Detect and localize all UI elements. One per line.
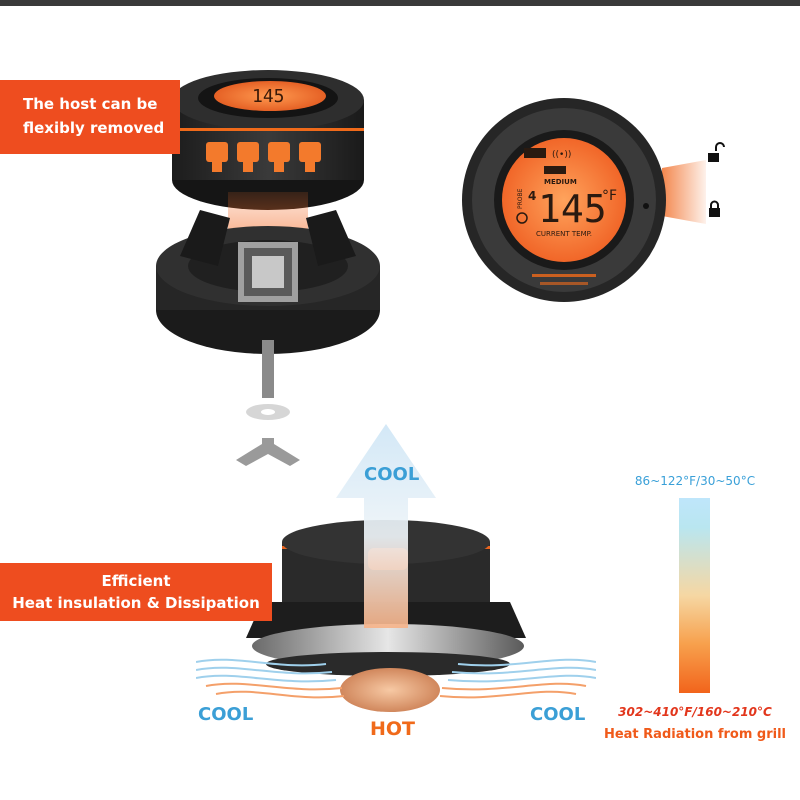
exploded-device-illustration: 145	[156, 70, 380, 466]
left-airflow-waves	[196, 658, 345, 699]
host-unit: 145	[172, 70, 364, 210]
removable-callout: The host can be flexibly removed	[0, 80, 180, 154]
doneness-label: MEDIUM	[544, 178, 577, 186]
heat-radiation-caption: Heat Radiation from grill	[603, 727, 787, 742]
lock-beam	[662, 160, 706, 224]
battery-icon	[524, 148, 546, 158]
cool-label-top: COOL	[364, 464, 420, 485]
wing-nut	[236, 438, 300, 466]
top-border	[0, 0, 800, 6]
host-lcd	[214, 81, 326, 111]
removable-callout-line2: flexibly removed	[23, 119, 165, 137]
insulation-callout: Efficient Heat insulation & Dissipation	[0, 563, 272, 621]
host-temp-reading: 145	[252, 86, 285, 107]
cow-icon	[544, 166, 566, 174]
signal-icon: ((•))	[552, 150, 571, 160]
insulation-callout-line1: Efficient	[101, 572, 171, 590]
temperature-gradient-bar	[679, 498, 710, 693]
check-icon	[516, 212, 528, 224]
host-clips	[206, 142, 321, 172]
display-closeup-illustration: ((•)) MEDIUM PROBE 4 145 °F CURRENT TEMP…	[462, 98, 725, 302]
base-dock	[156, 210, 380, 354]
main-lcd	[502, 138, 626, 262]
low-temperature-range: 86~122°F/30~50°C	[634, 474, 756, 488]
hot-base	[340, 668, 440, 712]
probe-label: PROBE	[517, 188, 524, 209]
current-temp-label: CURRENT TEMP.	[536, 230, 592, 238]
side-button	[643, 203, 649, 209]
right-airflow-waves	[439, 658, 596, 699]
heat-dissipation-illustration	[196, 424, 596, 712]
hot-label: HOT	[370, 718, 416, 740]
probe-spike	[262, 340, 274, 398]
cooling-arrow	[336, 424, 436, 628]
probe-number: 4	[528, 189, 536, 203]
insulation-callout-line2: Heat insulation & Dissipation	[12, 594, 260, 612]
lock-icon	[709, 200, 720, 217]
cool-label-left: COOL	[198, 704, 254, 725]
current-temperature: 145	[538, 187, 607, 231]
temp-unit: °F	[602, 188, 617, 204]
unlock-icon	[708, 142, 725, 162]
removable-callout-line1: The host can be	[23, 95, 158, 113]
high-temperature-range: 302~410°F/160~210°C	[618, 705, 772, 719]
cool-label-right: COOL	[530, 704, 586, 725]
